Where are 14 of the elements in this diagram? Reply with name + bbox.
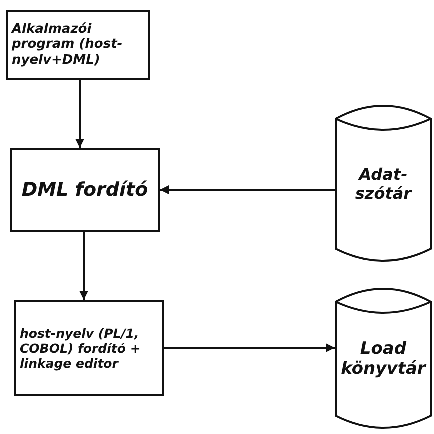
arrow (160, 186, 335, 194)
process-box (14, 300, 164, 396)
process-box (6, 10, 150, 80)
node-label: Adat- szótár (354, 164, 414, 204)
arrow (164, 344, 335, 352)
node-label: DML fordító (20, 178, 150, 202)
arrow (76, 80, 84, 148)
arrow (80, 232, 88, 300)
cylinder-storage (335, 105, 432, 263)
node-label: Load könyvtár (340, 338, 428, 380)
node-label: host-nyelv (PL/1, COBOL) fordító + linkage editor (19, 326, 142, 370)
node-label: Alkalmazói program (host-nyelv+DML) (10, 22, 124, 68)
process-box (10, 148, 160, 232)
cylinder-storage (335, 288, 432, 430)
